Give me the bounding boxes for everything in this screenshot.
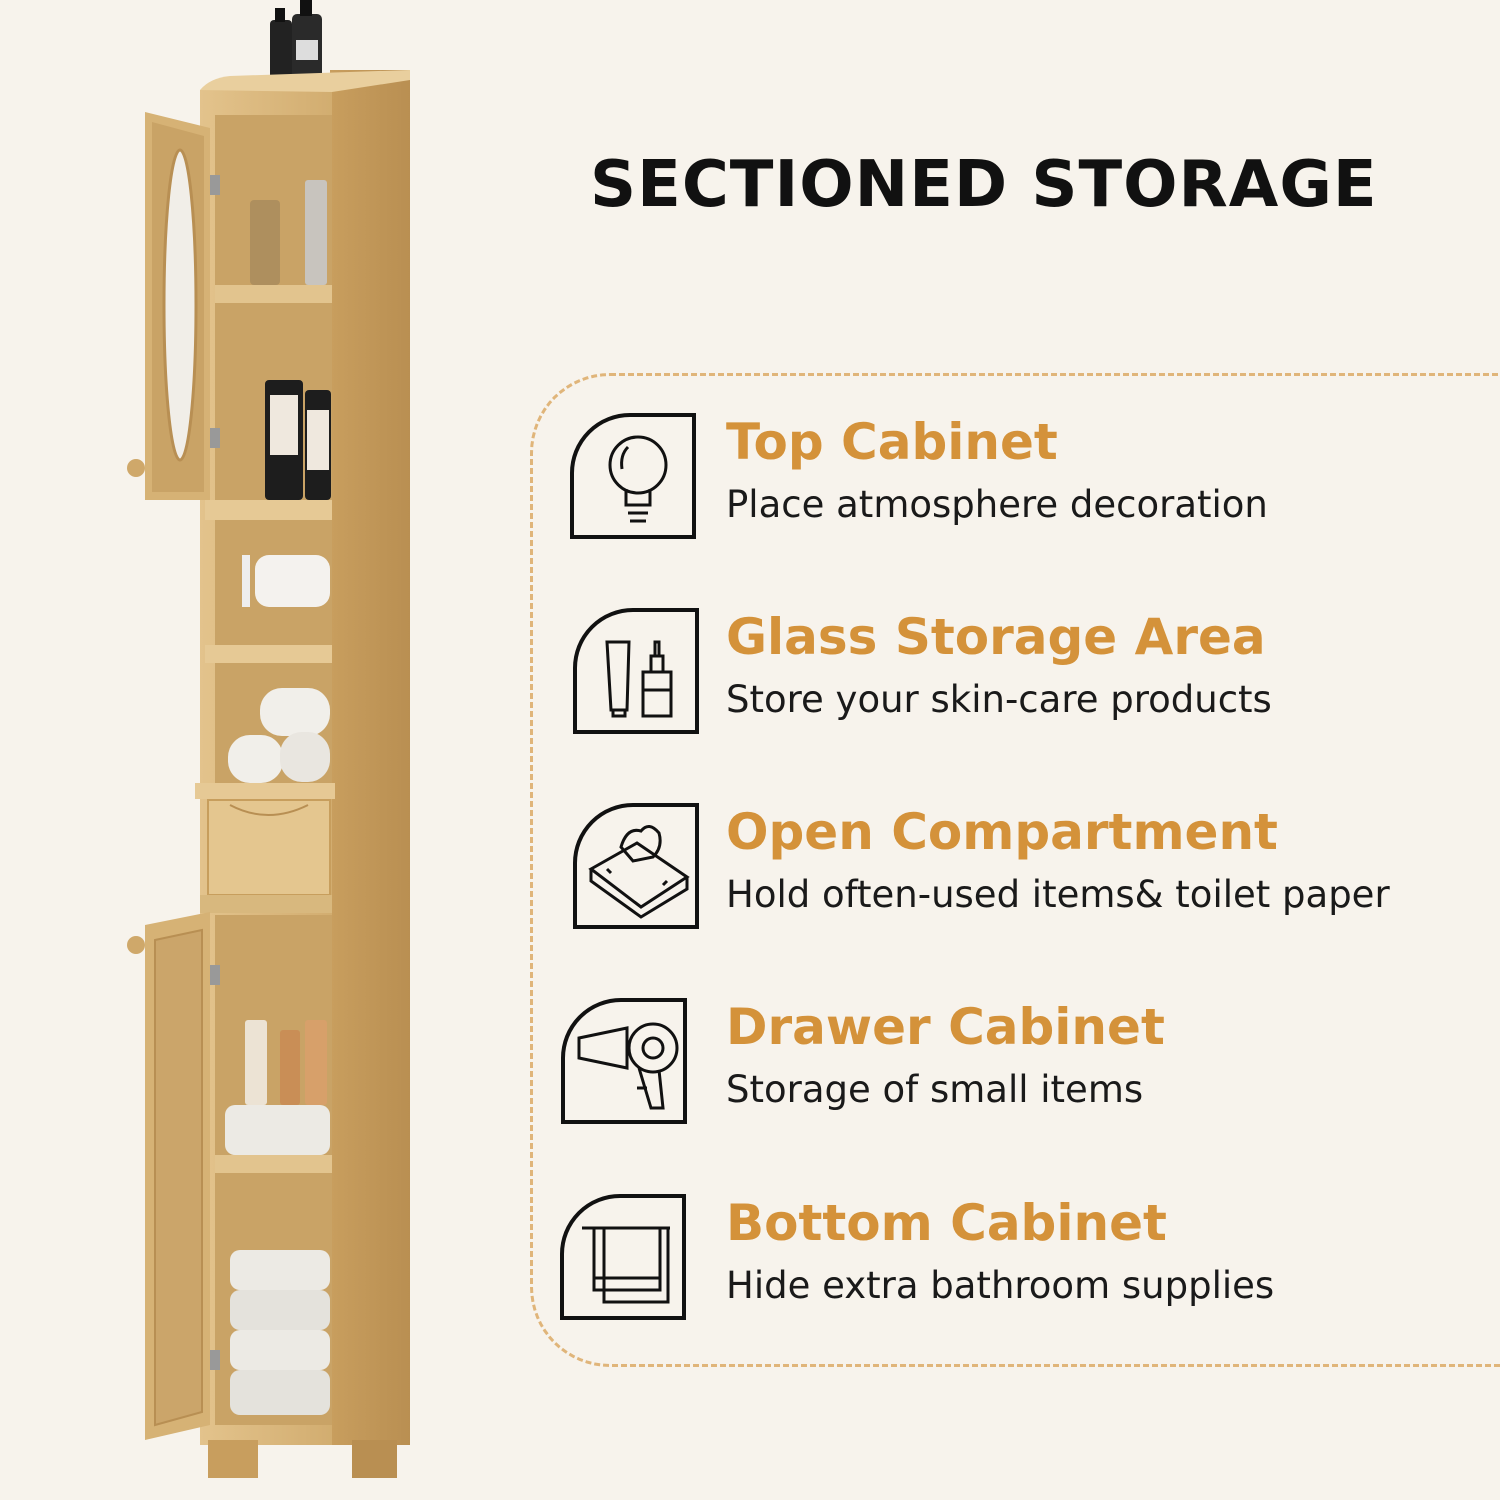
- page-title: SECTIONED STORAGE: [590, 148, 1378, 222]
- feature-description: Place atmosphere decoration: [726, 483, 1268, 526]
- feature-title: Top Cabinet: [726, 413, 1058, 471]
- feature-open-compartment: Open Compartment Hold often-used items& …: [560, 803, 1490, 933]
- features-panel: [530, 373, 1500, 1367]
- skincare-bottles-icon: [573, 608, 699, 734]
- feature-glass-storage: Glass Storage Area Store your skin-care …: [560, 608, 1490, 738]
- upper-glass-door: [127, 112, 220, 500]
- cabinet-illustration: [120, 0, 440, 1500]
- towel-rack-icon: [560, 1194, 686, 1320]
- feature-drawer-cabinet: Drawer Cabinet Storage of small items: [560, 998, 1490, 1128]
- feature-bottom-cabinet: Bottom Cabinet Hide extra bathroom suppl…: [560, 1194, 1490, 1324]
- hair-dryer-icon: [561, 998, 687, 1124]
- feature-title: Open Compartment: [726, 803, 1278, 861]
- feature-top-cabinet: Top Cabinet Place atmosphere decoration: [560, 413, 1490, 543]
- feature-description: Hide extra bathroom supplies: [726, 1264, 1275, 1307]
- cabinet-side-panel: [330, 70, 410, 1445]
- light-bulb-icon: [570, 413, 696, 539]
- feature-description: Hold often-used items& toilet paper: [726, 873, 1390, 916]
- feature-title: Bottom Cabinet: [726, 1194, 1167, 1252]
- feature-title: Glass Storage Area: [726, 608, 1266, 666]
- feature-description: Storage of small items: [726, 1068, 1144, 1111]
- wet-wipes-icon: [573, 803, 699, 929]
- feature-description: Store your skin-care products: [726, 678, 1272, 721]
- lower-door: [127, 912, 220, 1440]
- feature-title: Drawer Cabinet: [726, 998, 1165, 1056]
